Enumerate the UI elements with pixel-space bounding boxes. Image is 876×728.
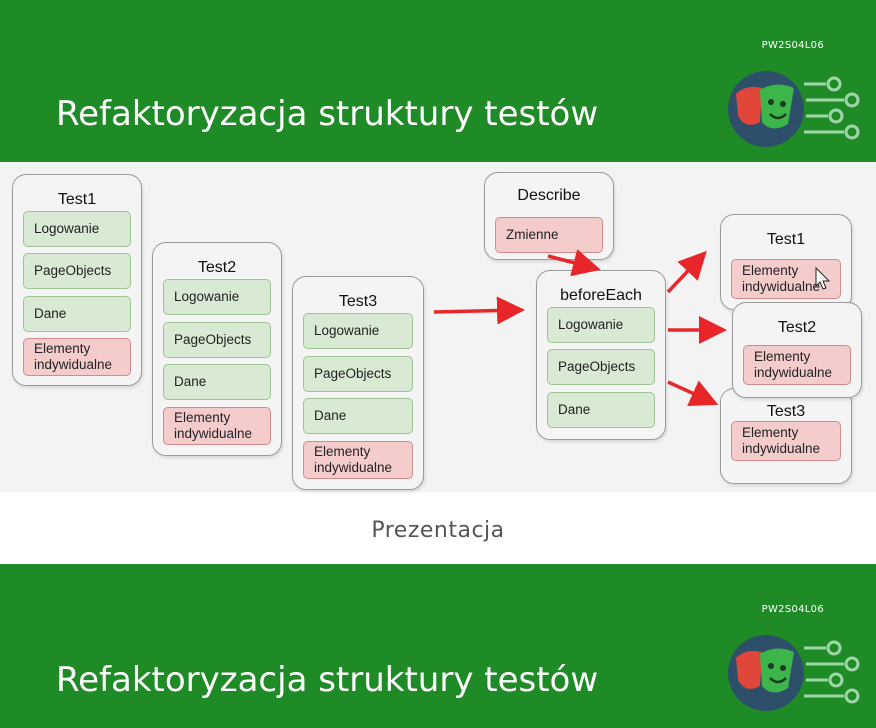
individual-elements-item: Elementy indywidualne [731, 259, 841, 299]
individual-elements-item: Elementy indywidualne [743, 345, 851, 385]
individual-elements-item: Elementy indywidualne [303, 441, 413, 479]
card-title: Test3 [766, 403, 806, 420]
login-item: Logowanie [547, 307, 655, 343]
slide-title: Refaktoryzacja struktury testów [56, 660, 599, 700]
login-item: Logowanie [23, 211, 131, 247]
individual-elements-item: Elementy indywidualne [23, 338, 131, 376]
slide-header-second: PW2S04L06 Refaktoryzacja struktury testó… [0, 564, 876, 728]
slide-title: Refaktoryzacja struktury testów [56, 94, 599, 134]
card-title: beforeEach [560, 287, 642, 304]
lesson-code: PW2S04L06 [761, 40, 824, 51]
card-title: Test1 [766, 231, 806, 248]
card-title: Test2 [777, 319, 817, 336]
individual-elements-item: Elementy indywidualne [731, 421, 841, 461]
result-test3-card: Test3 Elementy indywidualne [720, 388, 852, 484]
pageobjects-item: PageObjects [303, 356, 413, 392]
card-title: Test1 [57, 191, 97, 208]
lesson-code: PW2S04L06 [761, 604, 824, 615]
caption: Prezentacja [371, 518, 505, 543]
diagram: Test1 Logowanie PageObjects Dane Element… [0, 162, 876, 492]
main-arrow [433, 296, 525, 325]
data-item: Dane [547, 392, 655, 428]
playwright-logo-icon [728, 635, 860, 711]
data-item: Dane [163, 364, 271, 400]
test2-card: Test2 Logowanie PageObjects Dane Element… [152, 242, 282, 456]
pageobjects-item: PageObjects [547, 349, 655, 385]
beforeeach-card: beforeEach Logowanie PageObjects Dane [536, 270, 666, 440]
describe-card: Describe Zmienne [484, 172, 614, 260]
result-test1-card: Test1 Elementy indywidualne [720, 214, 852, 310]
card-title: Describe [517, 187, 581, 204]
card-title: Test3 [338, 293, 378, 310]
data-item: Dane [23, 296, 131, 332]
playwright-logo-icon [728, 71, 860, 147]
test3-card: Test3 Logowanie PageObjects Dane Element… [292, 276, 424, 490]
pageobjects-item: PageObjects [23, 253, 131, 289]
arrow-to-test1 [666, 250, 707, 294]
data-item: Dane [303, 398, 413, 434]
individual-elements-item: Elementy indywidualne [163, 407, 271, 445]
result-test2-card: Test2 Elementy indywidualne [732, 302, 862, 398]
slide-header: PW2S04L06 Refaktoryzacja struktury testó… [0, 0, 876, 162]
login-item: Logowanie [303, 313, 413, 349]
card-title: Test2 [197, 259, 237, 276]
login-item: Logowanie [163, 279, 271, 315]
variables-item: Zmienne [495, 217, 603, 253]
test1-card: Test1 Logowanie PageObjects Dane Element… [12, 174, 142, 386]
pageobjects-item: PageObjects [163, 322, 271, 358]
arrow-to-test3 [667, 380, 719, 407]
